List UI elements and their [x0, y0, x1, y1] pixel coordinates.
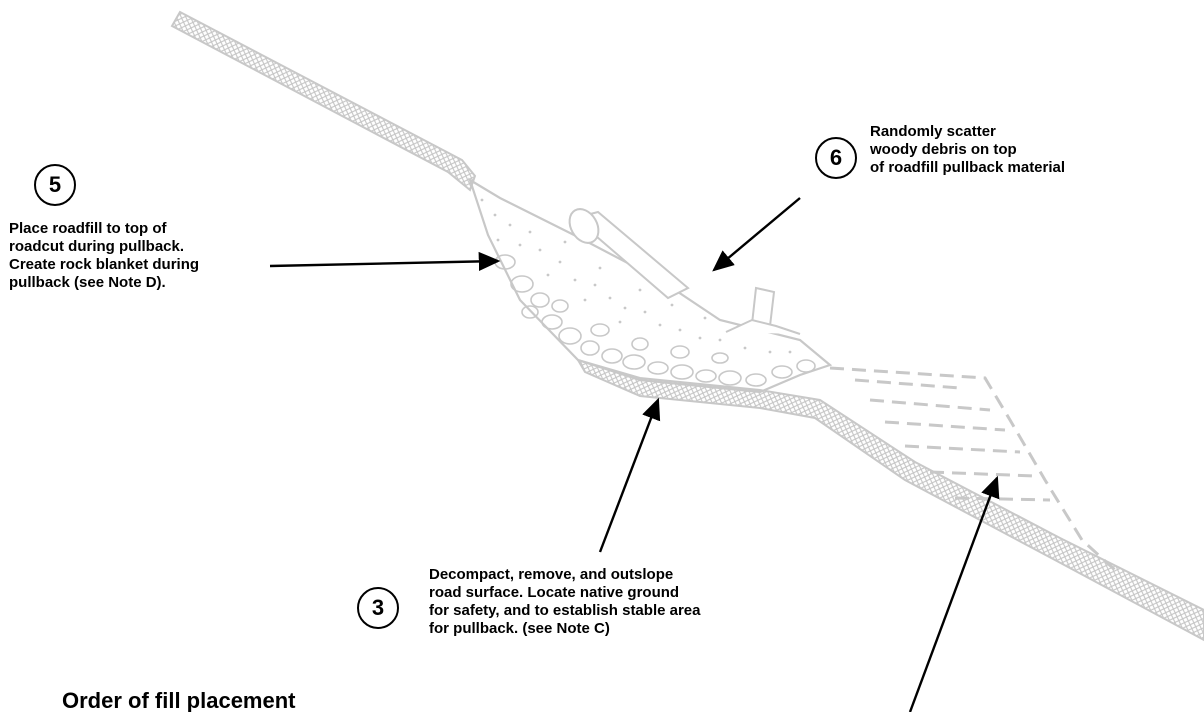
arrow-step-3: [600, 400, 658, 552]
arrow-step-6: [714, 198, 800, 270]
arrow-step-5: [270, 261, 498, 266]
step-3-note: Decompact, remove, and outslope road sur…: [429, 566, 700, 638]
step-5-line-2: roadcut during pullback.: [9, 238, 199, 256]
order-of-fill-heading: Order of fill placement: [62, 688, 296, 712]
step-5-note: Place roadfill to top of roadcut during …: [9, 220, 199, 292]
native-ground-upper-slope: [172, 12, 475, 190]
step-6-line-3: of roadfill pullback material: [870, 159, 1065, 177]
step-3-line-4: for pullback. (see Note C): [429, 620, 700, 638]
step-6-note: Randomly scatter woody debris on top of …: [870, 123, 1065, 177]
step-6-line-2: woody debris on top: [870, 141, 1065, 159]
sidecast-fill-dashes: [830, 368, 1115, 570]
arrow-lower-right: [910, 478, 997, 712]
step-5-badge: 5: [34, 164, 76, 206]
step-5-line-4: pullback (see Note D).: [9, 274, 199, 292]
step-5-line-1: Place roadfill to top of: [9, 220, 199, 238]
step-3-line-3: for safety, and to establish stable area: [429, 602, 700, 620]
step-5-line-3: Create rock blanket during: [9, 256, 199, 274]
roadfill-pullback-mass: [470, 180, 830, 392]
step-6-line-1: Randomly scatter: [870, 123, 1065, 141]
step-3-line-2: road surface. Locate native ground: [429, 584, 700, 602]
step-6-badge: 6: [815, 137, 857, 179]
step-3-badge: 3: [357, 587, 399, 629]
step-3-line-1: Decompact, remove, and outslope: [429, 566, 700, 584]
